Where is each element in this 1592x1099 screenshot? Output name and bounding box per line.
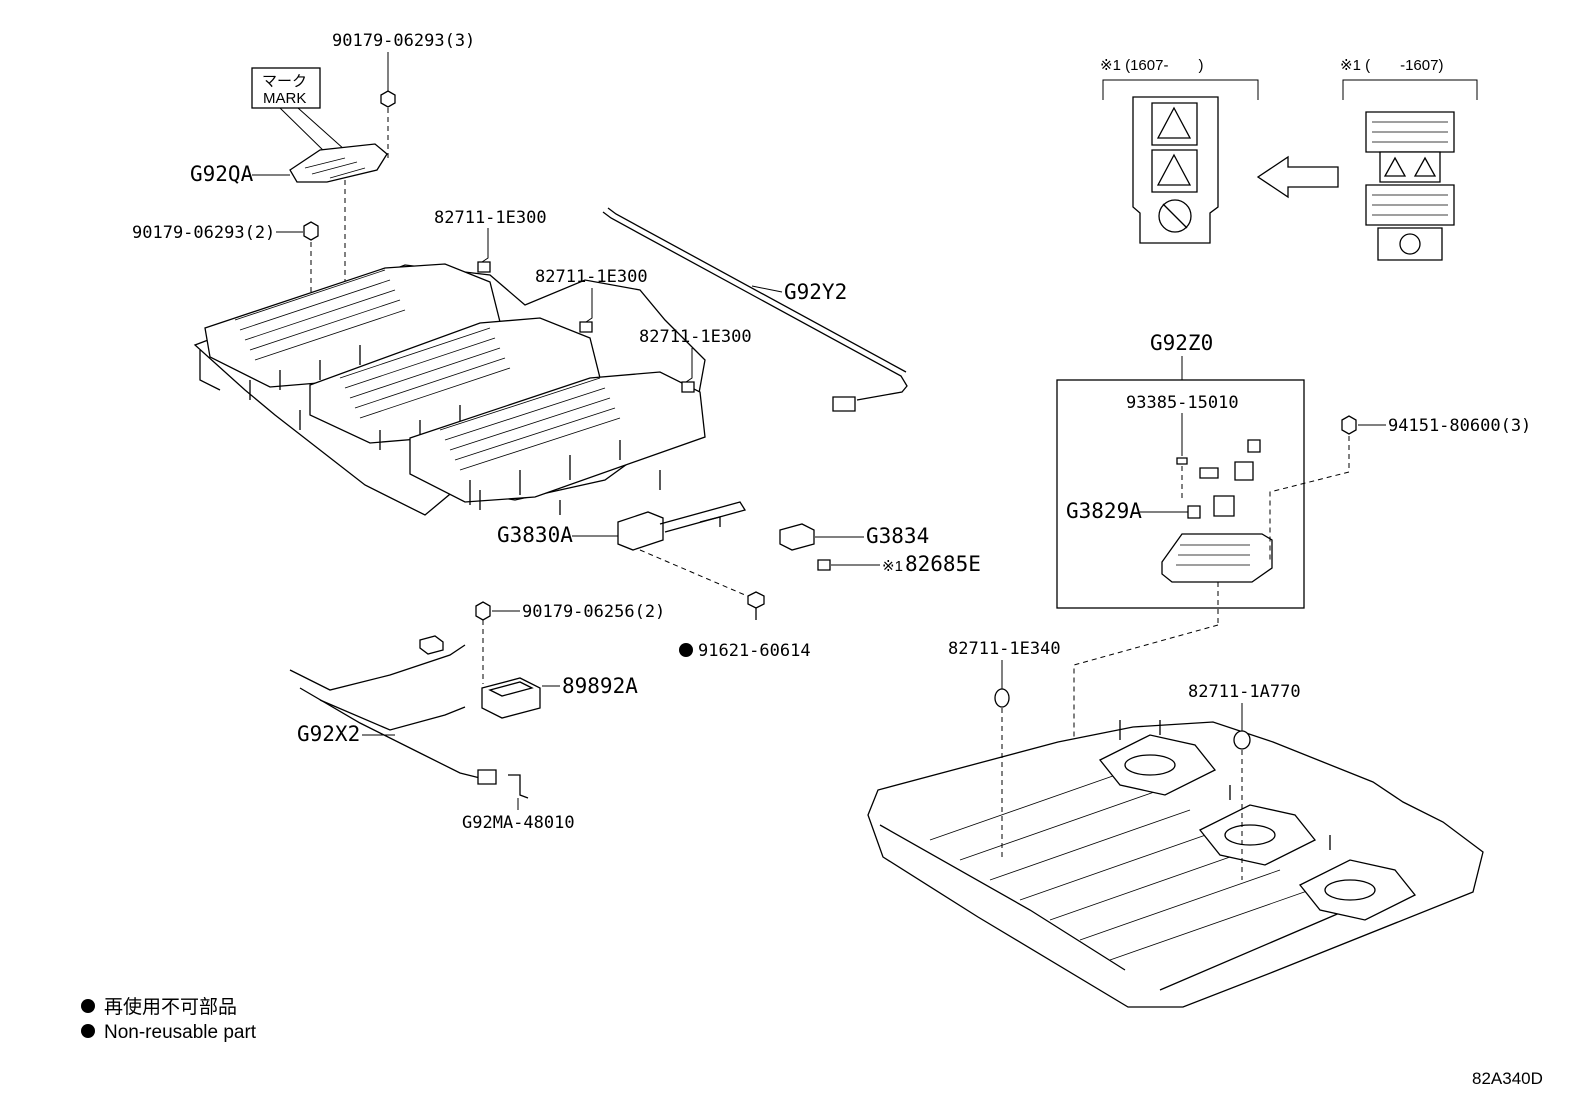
label-82711-1a770[interactable]: 82711-1A770 (1188, 682, 1301, 702)
legend-dot-en (81, 1024, 95, 1038)
nut-90179-06256-2: 90179-06256(2) (475, 601, 665, 684)
nut-94151-80600-3: 94151-80600(3) (1269, 415, 1531, 560)
bolt-91621-60614: 91621-60614 (679, 591, 811, 661)
variant-old-text: ※1 ( -1607) (1340, 57, 1443, 74)
label-89892a[interactable]: 89892A (562, 674, 638, 698)
label-94151-80600-3[interactable]: 94151-80600(3) (1388, 416, 1531, 436)
connector-82711-1e300-c: 82711-1E300 (639, 327, 752, 393)
label-90179-06293-2[interactable]: 90179-06293(2) (132, 223, 275, 243)
cover-g92qa: G92QA (190, 143, 388, 380)
ecu-89892a: 89892A (481, 674, 638, 719)
mark-box: マーク MARK (251, 67, 346, 156)
label-82685e[interactable]: 82685E (905, 552, 981, 576)
label-variant-old: ※1 ( -1607) (1340, 57, 1478, 261)
bolt-90179-06293-3: 90179-06293(3) (332, 31, 475, 160)
label-g3829a[interactable]: G3829A (1066, 499, 1142, 523)
label-82711-1e340[interactable]: 82711-1E340 (948, 639, 1061, 659)
junction-group-g92z0: G92Z0 93385-15010 G3829A (1056, 331, 1305, 850)
label-93385-15010[interactable]: 93385-15010 (1126, 393, 1239, 413)
label-91621-60614[interactable]: 91621-60614 (698, 641, 811, 661)
label-90179-06293-3[interactable]: 90179-06293(3) (332, 31, 475, 51)
legend-dot-ja (81, 999, 95, 1013)
legend-text-ja: 再使用不可部品 (104, 996, 237, 1018)
note-82685e: ※1 (882, 558, 903, 575)
connector-82711-1e300-b: 82711-1E300 (535, 267, 648, 333)
part-82711-1a770: 82711-1A770 (1188, 682, 1301, 880)
label-82711-1e300-c[interactable]: 82711-1E300 (639, 327, 752, 347)
arrow-left-icon (1256, 155, 1339, 199)
legend-text-en: Non-reusable part (104, 1022, 257, 1043)
nut-90179-06293-2: 90179-06293(2) (132, 221, 319, 380)
mark-label-en: MARK (263, 90, 306, 107)
label-82711-1e300-a[interactable]: 82711-1E300 (434, 208, 547, 228)
battery-lower-case (867, 720, 1484, 1008)
figure-code: 82A340D (1472, 1069, 1543, 1088)
label-variant-new: ※1 (1607- ) (1100, 57, 1259, 244)
non-reusable-mark (679, 643, 693, 657)
part-g3834: G3834 (779, 523, 929, 551)
cable-g92y2: G92Y2 (602, 207, 908, 412)
connector-82711-1e300-a: 82711-1E300 (434, 208, 547, 273)
variant-new-text: ※1 (1607- ) (1100, 57, 1203, 74)
part-82685e: ※1 82685E (817, 552, 981, 576)
label-g92x2[interactable]: G92X2 (297, 722, 360, 746)
label-g92z0[interactable]: G92Z0 (1150, 331, 1213, 355)
label-82711-1e300-b[interactable]: 82711-1E300 (535, 267, 648, 287)
label-g92y2[interactable]: G92Y2 (784, 280, 847, 304)
label-g92ma-48010[interactable]: G92MA-48010 (462, 813, 575, 833)
sensor-g3830a: G3830A (497, 501, 753, 599)
mark-label-ja: マーク (262, 73, 307, 90)
harness-g92x2: G92X2 G92MA-48010 (289, 635, 575, 833)
label-g3830a[interactable]: G3830A (497, 523, 573, 547)
label-90179-06256-2[interactable]: 90179-06256(2) (522, 602, 665, 622)
part-82711-1e340: 82711-1E340 (948, 639, 1061, 860)
legend: 再使用不可部品 Non-reusable part (81, 996, 257, 1043)
label-g3834[interactable]: G3834 (866, 524, 929, 548)
battery-module-stack (193, 263, 706, 516)
label-g92qa[interactable]: G92QA (190, 162, 254, 186)
